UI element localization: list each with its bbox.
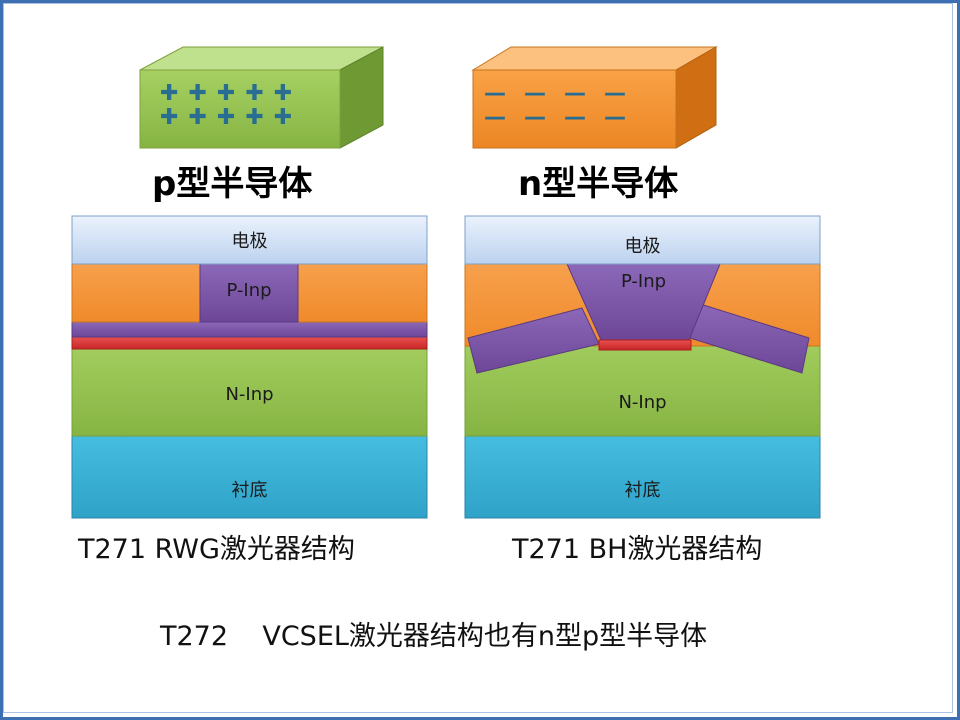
bh-n-label: N-Inp xyxy=(618,392,667,413)
minus-symbol: — xyxy=(564,105,586,130)
plus-symbol: ✚ xyxy=(188,81,207,106)
minus-symbol: — xyxy=(484,81,506,106)
rwg-electrode-layer xyxy=(71,215,428,265)
rwg-orange-left xyxy=(71,263,201,323)
plus-symbol: ✚ xyxy=(216,105,236,130)
rwg-n-label: N-Inp xyxy=(225,384,274,405)
p-type-block xyxy=(139,46,384,149)
rwg-purple-layer xyxy=(71,321,428,338)
rwg-substrate-label: 衬底 xyxy=(231,480,268,501)
minus-symbol: — xyxy=(484,105,506,130)
rwg-active-layer xyxy=(71,336,428,350)
rwg-substrate-layer xyxy=(71,435,428,519)
plus-symbol: ✚ xyxy=(273,105,293,130)
bh-p-label: P-Inp xyxy=(620,271,667,292)
minus-symbol: — xyxy=(604,105,626,130)
bh-caption: T271 BH激光器结构 xyxy=(512,534,763,565)
rwg-structure xyxy=(71,215,428,519)
n-type-charges: — — — — — — — — xyxy=(484,82,654,132)
bh-electrode-layer xyxy=(464,215,821,265)
plus-symbol: ✚ xyxy=(216,81,236,106)
plus-symbol: ✚ xyxy=(160,105,179,130)
n-type-label: n型半导体 xyxy=(518,164,679,204)
minus-symbol: — xyxy=(524,81,546,106)
rwg-n-layer xyxy=(71,348,428,437)
minus-symbol: — xyxy=(524,105,546,130)
bh-active-layer xyxy=(598,339,692,351)
plus-symbol: ✚ xyxy=(160,81,179,106)
p-type-label: p型半导体 xyxy=(152,164,313,204)
n-type-block xyxy=(471,46,718,149)
rwg-p-label: P-Inp xyxy=(226,280,272,301)
bh-substrate-label: 衬底 xyxy=(624,480,661,501)
minus-symbol: — xyxy=(564,81,586,106)
plus-symbol: ✚ xyxy=(245,81,264,106)
bh-electrode-label: 电极 xyxy=(624,236,661,257)
slide-frame-inner xyxy=(3,3,953,713)
plus-symbol: ✚ xyxy=(245,105,264,130)
bh-structure xyxy=(464,215,821,519)
rwg-p-ridge xyxy=(199,263,299,323)
minus-symbol: — xyxy=(604,81,626,106)
footer-caption: T272 VCSEL激光器结构也有n型p型半导体 xyxy=(160,621,708,652)
rwg-orange-right xyxy=(297,263,428,323)
p-type-charges: ✚ ✚ ✚ ✚ ✚ ✚ ✚ ✚ ✚ ✚ xyxy=(160,82,310,132)
plus-symbol: ✚ xyxy=(273,81,293,106)
rwg-caption: T271 RWG激光器结构 xyxy=(78,534,355,565)
plus-symbol: ✚ xyxy=(188,105,207,130)
rwg-electrode-label: 电极 xyxy=(231,231,268,252)
bh-substrate-layer xyxy=(464,435,821,519)
